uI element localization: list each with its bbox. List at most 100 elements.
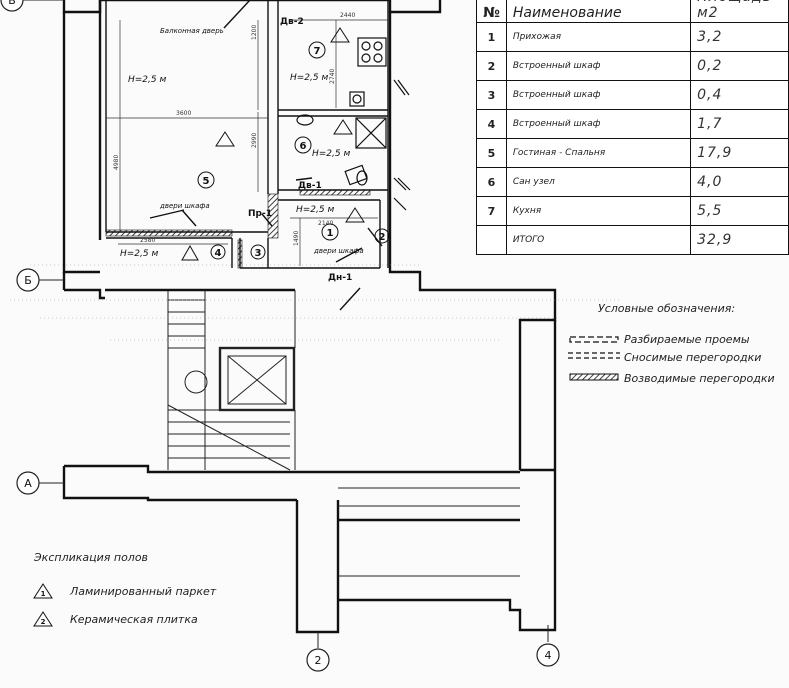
row-name: Гостиная - Спальня [505, 138, 692, 168]
closet-doors-label-1: двери шкафа [313, 247, 364, 255]
axis-label-2: 2 [315, 654, 322, 667]
floor-mark-text-2: 2 [41, 618, 46, 626]
table-row: 1 Прихожая 3,2 [476, 22, 789, 52]
floor-mark-text-1: 1 [41, 590, 46, 598]
windows [393, 79, 411, 211]
closet-doors-label-5: двери шкафа [159, 202, 210, 210]
dim-4980: 4980 [113, 155, 120, 170]
axis-label-b: Б [24, 274, 32, 287]
room-number-5: 5 [203, 176, 210, 187]
stove [357, 37, 387, 67]
row-num: 7 [476, 196, 507, 226]
height-room1: Н=2,5 м [296, 205, 334, 215]
dim-3600: 3600 [176, 110, 191, 117]
legend-label-3: Возводимые перегородки [624, 372, 775, 385]
total-num [476, 225, 507, 255]
room-number-3: 3 [255, 248, 262, 259]
row-area: 17,9 [690, 138, 789, 168]
door-label-dv1: Дв-1 [298, 181, 322, 191]
row-num: 2 [476, 51, 507, 81]
room-number-1: 1 [327, 228, 334, 239]
row-name: Встроенный шкаф [505, 51, 692, 81]
dim-1490: 1490 [293, 231, 300, 246]
row-name: Прихожая [505, 22, 692, 52]
height-room6: Н=2,5 м [312, 149, 350, 159]
header-area: Площадь м2 [690, 0, 789, 23]
dim-2440: 2440 [340, 12, 355, 19]
dimension-lines [106, 19, 388, 266]
landing-lines [338, 487, 520, 577]
table-total-row: ИТОГО 32,9 [476, 225, 789, 255]
room-number-6: 6 [300, 141, 307, 152]
legend-label-1: Разбираемые проемы [624, 333, 750, 346]
dim-2990: 2990 [251, 133, 258, 148]
row-num: 6 [476, 167, 507, 197]
table-row: 5 Гостиная - Спальня 17,9 [476, 138, 789, 168]
row-num: 4 [476, 109, 507, 139]
axis-bubble-b [16, 268, 40, 292]
floor-triangles [33, 27, 365, 627]
legend-symbols [568, 336, 620, 381]
room-circles [197, 41, 390, 260]
legend-label-2: Сносимые перегородки [624, 351, 761, 364]
dim-1200: 1200 [251, 25, 258, 40]
bath-fixtures [296, 114, 387, 186]
room-number-2: 2 [379, 232, 386, 243]
dotted-area [10, 264, 620, 341]
axis-lines [22, 0, 549, 648]
axis-label-a: А [24, 477, 32, 490]
row-name: Сан узел [505, 167, 692, 197]
room-table: № Наименование Площадь м2 1 Прихожая 3,2… [476, 0, 789, 255]
dim-2140: 2140 [318, 220, 333, 227]
door-label-dn1: Дн-1 [328, 273, 352, 283]
legend-title: Условные обозначения: [598, 302, 735, 315]
floors-title: Экспликация полов [33, 551, 148, 564]
axis-bubble-a [16, 471, 40, 495]
balcony-door-label: Балконная дверь [160, 27, 224, 35]
axis-bubble-4 [536, 643, 560, 667]
dim-2580: 2580 [140, 237, 155, 244]
table-row: 2 Встроенный шкаф 0,2 [476, 51, 789, 81]
total-area: 32,9 [690, 225, 789, 255]
axis-label-v: В [8, 0, 16, 7]
floors-label-1: Ламинированный паркет [69, 585, 217, 598]
row-name: Кухня [505, 196, 692, 226]
door-label-pr1: Пр-1 [248, 209, 272, 219]
row-area: 5,5 [690, 196, 789, 226]
row-num: 5 [476, 138, 507, 168]
table-row: 7 Кухня 5,5 [476, 196, 789, 226]
axis-bubble-v [0, 0, 24, 12]
row-num: 1 [476, 22, 507, 52]
table-row: 6 Сан узел 4,0 [476, 167, 789, 197]
row-name: Встроенный шкаф [505, 80, 692, 110]
total-name: ИТОГО [505, 225, 692, 255]
row-area: 3,2 [690, 22, 789, 52]
header-name: Наименование [505, 0, 692, 23]
door-label-dv2: Дв-2 [280, 17, 304, 27]
axis-label-4: 4 [545, 649, 552, 662]
height-room5: Н=2,5 м [128, 75, 166, 85]
height-room4: Н=2,5 м [120, 249, 158, 259]
table-row: 3 Встроенный шкаф 0,4 [476, 80, 789, 110]
room-number-7: 7 [314, 46, 321, 57]
row-area: 4,0 [690, 167, 789, 197]
floors-label-2: Керамическая плитка [70, 613, 198, 626]
row-num: 3 [476, 80, 507, 110]
dim-2740: 2740 [329, 69, 336, 84]
room-number-4: 4 [215, 248, 222, 259]
row-name: Встроенный шкаф [505, 109, 692, 139]
header-num: № [476, 0, 507, 23]
table-header-row: № Наименование Площадь м2 [476, 0, 789, 23]
height-room7: Н=2,5 м [290, 73, 328, 83]
staircase [167, 290, 296, 471]
row-area: 0,4 [690, 80, 789, 110]
new-partitions [105, 189, 371, 269]
table-row: 4 Встроенный шкаф 1,7 [476, 109, 789, 139]
axis-bubbles [0, 0, 560, 672]
row-area: 1,7 [690, 109, 789, 139]
interior-walls [105, 0, 389, 269]
kitchen-sink [349, 91, 365, 107]
axis-bubble-2 [306, 648, 330, 672]
row-area: 0,2 [690, 51, 789, 81]
